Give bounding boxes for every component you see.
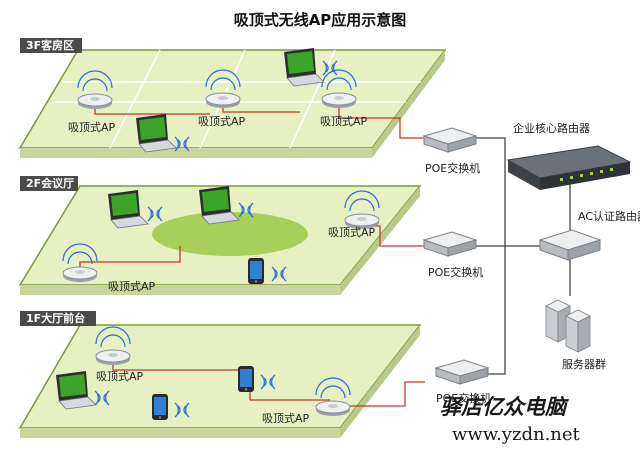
diagram-title: 吸顶式无线AP应用示意图 xyxy=(234,11,407,29)
core-router-icon xyxy=(506,145,632,190)
core-router-label: 企业核心路由器 xyxy=(513,121,590,135)
watermark-name: 驿店亿众电脑 xyxy=(440,394,569,419)
ac-router-label: AC认证路由器 xyxy=(578,209,640,223)
poe-switch-2f-icon xyxy=(423,231,477,257)
ap-3f-3-label: 吸顶式AP xyxy=(320,115,368,128)
phone-2f-icon xyxy=(248,258,264,284)
poe-switch-1f-icon xyxy=(435,359,489,385)
floor-2f-label: 2F会议厅 xyxy=(26,176,74,190)
ap-2f-2-label: 吸顶式AP xyxy=(108,280,156,293)
poe-switch-3f-icon xyxy=(423,127,477,153)
poe-switch-1f-label: POE交换机 xyxy=(436,391,491,405)
phone-1f-2-icon xyxy=(152,394,168,420)
floor-3f-label: 3F客房区 xyxy=(26,38,74,52)
ap-3f-1-label: 吸顶式AP xyxy=(68,121,116,134)
poe-switch-2f-label: POE交换机 xyxy=(428,265,483,279)
floor-1f-label: 1F大厅前台 xyxy=(26,311,85,325)
meeting-area xyxy=(152,212,308,256)
ac-router-icon xyxy=(538,229,602,261)
ap-1f-2-label: 吸顶式AP xyxy=(262,412,310,425)
floor-3f-tab xyxy=(20,38,82,53)
ap-1f-1-label: 吸顶式AP xyxy=(96,370,144,383)
floor-2f-tab xyxy=(20,176,78,191)
ap-3f-2-label: 吸顶式AP xyxy=(198,115,246,128)
ap-2f-1-label: 吸顶式AP xyxy=(328,226,376,239)
poe-switch-3f-label: POE交换机 xyxy=(425,161,480,175)
trunk-lines xyxy=(475,137,571,375)
watermark-url: www.yzdn.net xyxy=(452,424,581,445)
server-2-icon xyxy=(565,309,591,353)
phone-1f-1-icon xyxy=(238,366,254,392)
floor-1f-tab xyxy=(20,311,96,326)
server-group-label: 服务器群 xyxy=(562,357,606,371)
